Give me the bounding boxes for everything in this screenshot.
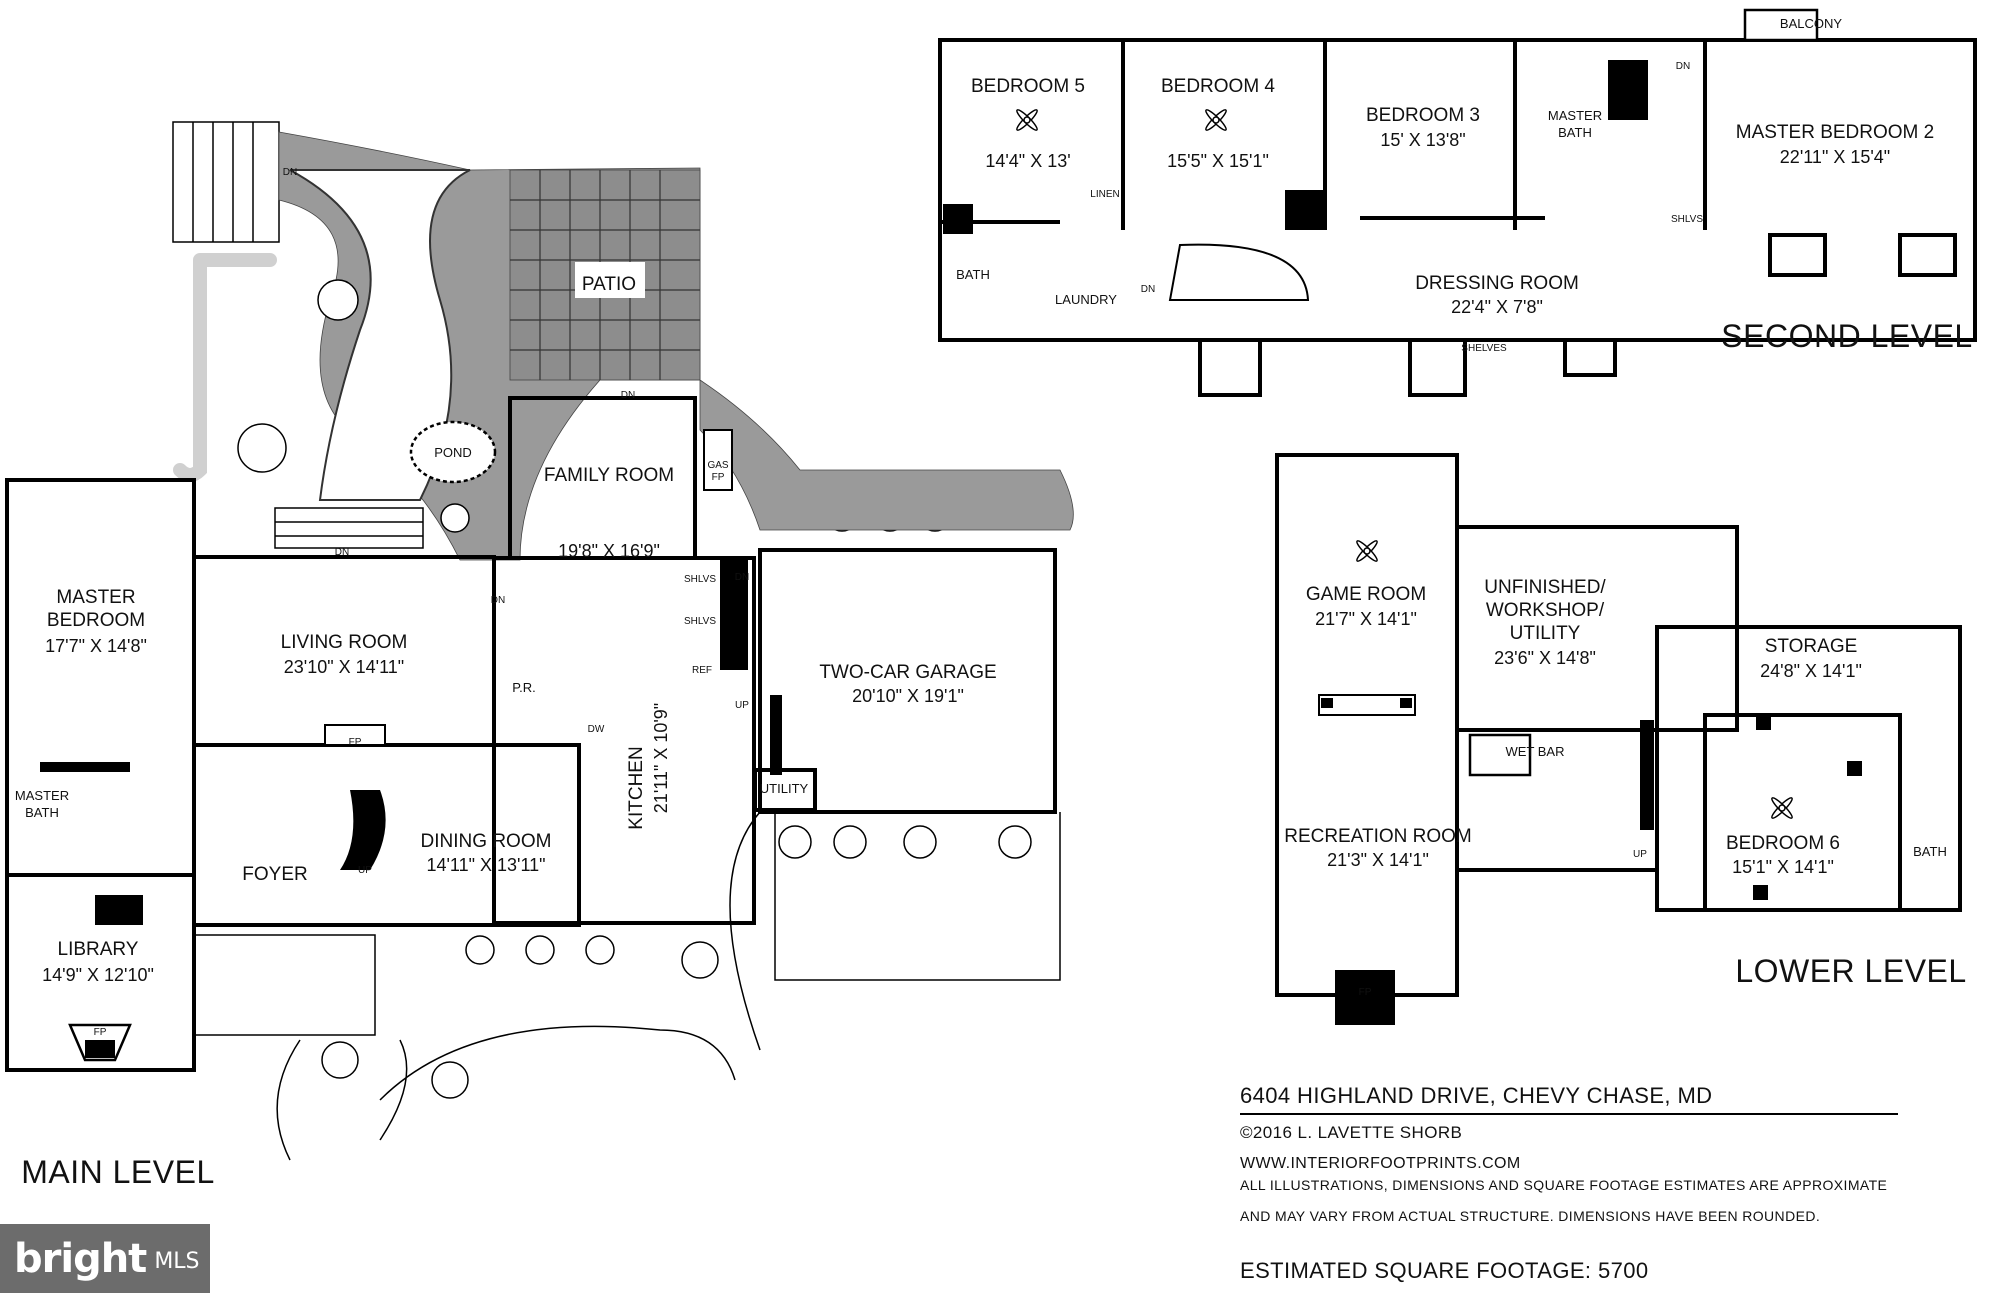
unfinished-label-1: UNFINISHED/	[1484, 577, 1606, 598]
gas-tag: GAS	[707, 460, 728, 471]
shlvs2-label: SHLVS	[1671, 214, 1703, 225]
shlvs-tag-2: SHLVS	[684, 616, 716, 627]
garage-label: TWO-CAR GARAGE	[819, 662, 996, 683]
logo-suffix: MLS	[154, 1249, 200, 1274]
bedroom4-dim: 15'5" X 15'1"	[1167, 151, 1269, 171]
unfinished-label-2: WORKSHOP/	[1486, 600, 1605, 621]
living-room-label: LIVING ROOM	[281, 632, 408, 653]
library-fp-tag: FP	[94, 1027, 107, 1038]
storage-dim: 24'8" X 14'1"	[1760, 661, 1862, 681]
master-bath-label-1: MASTER	[15, 788, 69, 803]
bedroom6-label: BEDROOM 6	[1726, 833, 1840, 854]
dressing-room-label: DRESSING ROOM	[1415, 273, 1579, 294]
copyright: ©2016 L. LAVETTE SHORB	[1240, 1123, 1463, 1142]
master-bedroom-label-2: BEDROOM	[47, 610, 145, 631]
website: WWW.INTERIORFOOTPRINTS.COM	[1240, 1155, 1521, 1172]
lower-level-walls	[1275, 453, 1962, 1025]
recreation-room-dim: 21'3" X 14'1"	[1327, 850, 1429, 870]
lower-fp-tag: FP	[1359, 987, 1372, 998]
lower-level-fans	[1356, 540, 1793, 819]
bath-lower-label: BATH	[1913, 844, 1947, 859]
bedroom5-label: BEDROOM 5	[971, 76, 1085, 97]
gas-fp-tag: FP	[712, 472, 725, 483]
family-dn-tag: DN	[491, 595, 505, 606]
address-underline	[1240, 1113, 1898, 1115]
laundry-label: LAUNDRY	[1055, 292, 1117, 307]
second-level-walls	[938, 8, 1977, 397]
balcony-label: BALCONY	[1780, 16, 1842, 31]
bath-label: BATH	[956, 267, 990, 282]
unfinished-dim: 23'6" X 14'8"	[1494, 648, 1596, 668]
linen-label: LINEN	[1090, 189, 1119, 200]
second-level-fans	[1016, 109, 1227, 131]
second-level-title: SECOND LEVEL	[1721, 318, 1972, 354]
square-footage: ESTIMATED SQUARE FOOTAGE: 5700	[1240, 1258, 1649, 1283]
dining-room-dim: 14'11" X 13'11"	[426, 855, 545, 875]
bedroom3-dim: 15' X 13'8"	[1380, 130, 1465, 150]
bedroom4-label: BEDROOM 4	[1161, 76, 1275, 97]
master-bath2-label-2: BATH	[1558, 125, 1592, 140]
living-fp-tag: FP	[349, 737, 362, 748]
library-dim: 14'9" X 12'10"	[42, 965, 154, 985]
garage-dim: 20'10" X 19'1"	[852, 686, 964, 706]
storage-label: STORAGE	[1765, 636, 1858, 657]
dw-tag: DW	[588, 724, 605, 735]
family-room-label: FAMILY ROOM	[544, 465, 674, 486]
patio-dn-tag: DN	[621, 390, 635, 401]
patio-label: PATIO	[582, 274, 636, 295]
deck-dn-tag: DN	[283, 167, 297, 178]
family-room-dim: 19'8" X 16'9"	[558, 541, 660, 561]
foyer-label: FOYER	[242, 864, 307, 885]
main-level-title: MAIN LEVEL	[21, 1154, 215, 1190]
recreation-room-label: RECREATION ROOM	[1284, 826, 1472, 847]
main-level-labels: MASTER BEDROOM 17'7" X 14'8" LIVING ROOM…	[15, 167, 997, 1190]
disclaimer-line-1: ALL ILLUSTRATIONS, DIMENSIONS AND SQUARE…	[1240, 1177, 1888, 1193]
game-room-dim: 21'7" X 14'1"	[1315, 609, 1417, 629]
main-level-landscape	[172, 121, 1074, 1161]
shlvs-tag-1: SHLVS	[684, 574, 716, 585]
game-room-label: GAME ROOM	[1306, 584, 1426, 605]
lower-up-tag: UP	[1633, 849, 1647, 860]
lower-level-labels: GAME ROOM 21'7" X 14'1" UNFINISHED/ WORK…	[1284, 577, 1966, 998]
powder-room-label: P.R.	[512, 680, 536, 695]
kitchen-label: KITCHEN	[626, 746, 647, 829]
steps-dn-tag: DN	[335, 547, 349, 558]
second-dn-tag-2: DN	[1676, 61, 1690, 72]
second-level-labels: BEDROOM 5 14'4" X 13' BEDROOM 4 15'5" X …	[956, 16, 1972, 354]
shelves-label: SHELVES	[1461, 343, 1507, 354]
lower-level-title: LOWER LEVEL	[1735, 953, 1966, 989]
master-bedroom2-dim: 22'11" X 15'4"	[1780, 147, 1890, 167]
bedroom3-label: BEDROOM 3	[1366, 105, 1480, 126]
master-bedroom2-label: MASTER BEDROOM 2	[1736, 122, 1934, 143]
pond-label: POND	[434, 445, 472, 460]
bright-mls-logo: bright MLS	[0, 1224, 210, 1293]
stair-up-tag: UP	[735, 700, 749, 711]
utility-label: UTILITY	[760, 781, 809, 796]
wet-bar-label: WET BAR	[1506, 744, 1565, 759]
bedroom6-dim: 15'1" X 14'1"	[1732, 857, 1834, 877]
living-room-dim: 23'10" X 14'11"	[284, 657, 404, 677]
master-bath-label-2: BATH	[25, 805, 59, 820]
dressing-room-dim: 22'4" X 7'8"	[1451, 297, 1543, 317]
master-bath2-label-1: MASTER	[1548, 108, 1602, 123]
unfinished-label-3: UTILITY	[1510, 623, 1581, 644]
stair-dn-tag: DN	[735, 572, 749, 583]
main-level-walls	[5, 396, 1057, 1072]
second-dn-tag: DN	[1141, 284, 1155, 295]
library-label: LIBRARY	[58, 939, 139, 960]
master-bedroom-label-1: MASTER	[56, 587, 135, 608]
logo-wordmark: bright	[14, 1235, 147, 1282]
bedroom5-dim: 14'4" X 13'	[985, 151, 1070, 171]
disclaimer-line-2: AND MAY VARY FROM ACTUAL STRUCTURE. DIME…	[1240, 1208, 1821, 1224]
foyer-up-tag: UP	[358, 865, 372, 876]
dining-room-label: DINING ROOM	[421, 831, 552, 852]
address: 6404 HIGHLAND DRIVE, CHEVY CHASE, MD	[1240, 1083, 1713, 1108]
kitchen-dim: 21'11" X 10'9"	[651, 703, 671, 813]
master-bedroom-dim: 17'7" X 14'8"	[45, 636, 147, 656]
ref-tag: REF	[692, 665, 712, 676]
